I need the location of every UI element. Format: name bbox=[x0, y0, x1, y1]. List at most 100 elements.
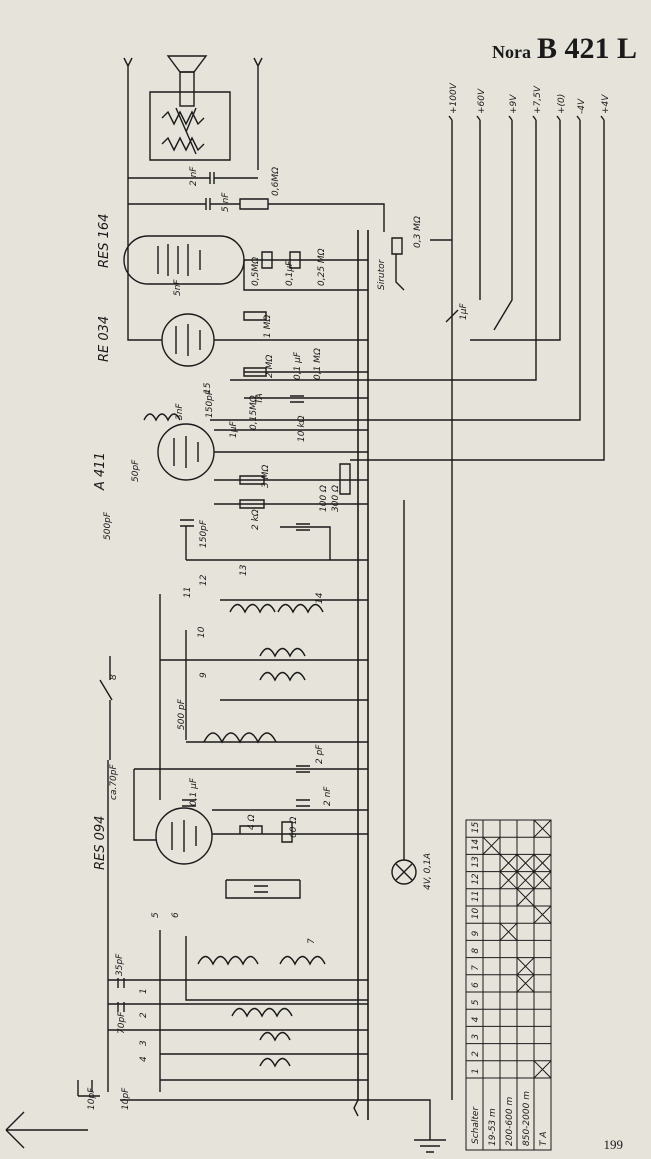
coil-set-1 bbox=[203, 603, 324, 744]
component-label-c-10pf-b: 10pF bbox=[121, 1087, 131, 1110]
table-cross-mark bbox=[516, 957, 535, 976]
component-label-c-150pf: 150pF bbox=[205, 389, 215, 418]
component-label-c-3nf: 3nF bbox=[175, 403, 185, 420]
table-switch-number: 12 bbox=[471, 873, 481, 885]
component-labels: 2 nF 5 nF 0,6MΩ 0,3 MΩ Sirutor 1μF 5nF 0,5MΩ 0,1… bbox=[87, 166, 469, 1110]
component-label-c-50pf: 50pF bbox=[131, 459, 141, 482]
supply-labels: +100V+60V+9V+7,5V+(0)-4V+4V bbox=[449, 82, 611, 114]
component-label-r-3m: 3 MΩ bbox=[261, 465, 271, 488]
table-cross-mark bbox=[533, 854, 552, 872]
table-switch-number: 7 bbox=[471, 965, 481, 971]
table-switch-number: 3 bbox=[471, 1034, 481, 1040]
table-cross-mark bbox=[499, 922, 518, 941]
tube-res164 bbox=[123, 235, 245, 285]
component-label-c-1uf: 1μF bbox=[459, 303, 469, 320]
component-label-c-35pf: 35pF bbox=[115, 953, 125, 976]
component-label-c-5nf: 5nF bbox=[173, 279, 183, 296]
switch-number: 7 bbox=[307, 938, 317, 944]
table-cross-mark bbox=[516, 854, 535, 872]
component-label-sirutor: Sirutor bbox=[377, 258, 387, 290]
component-label-r-4: 4 Ω bbox=[247, 814, 257, 830]
table-cross-mark bbox=[516, 888, 535, 907]
component-label-r-01: 0,1 MΩ bbox=[313, 348, 323, 380]
table-switch-number: 9 bbox=[471, 930, 481, 936]
component-label-r-300: 300 Ω bbox=[331, 485, 341, 512]
switch-number: 3 bbox=[139, 1040, 149, 1046]
component-label-c-500pf: 500pF bbox=[103, 511, 113, 540]
table-switch-number: 13 bbox=[471, 856, 481, 868]
component-label-c-10pf-a: 10pF bbox=[87, 1087, 97, 1110]
antenna-terminal-right bbox=[253, 57, 263, 170]
table-row-label: 19-53 m bbox=[488, 1108, 498, 1146]
component-label-c-2nf: 2 nF bbox=[189, 166, 199, 186]
table-switch-number: 4 bbox=[471, 1016, 481, 1022]
ground-symbol bbox=[120, 1099, 446, 1153]
table-switch-number: 11 bbox=[471, 891, 481, 902]
table-switch-number: 1 bbox=[471, 1068, 481, 1074]
table-switch-number: 15 bbox=[471, 821, 481, 833]
component-label-r-05: 0,5MΩ bbox=[251, 257, 261, 286]
component-label-r-100: 100 Ω bbox=[319, 485, 329, 512]
switch-table bbox=[465, 819, 552, 1151]
component-label-r-03: 0,3 MΩ bbox=[413, 216, 423, 248]
component-label-c-500pf-b: 500 pF bbox=[177, 698, 187, 730]
page-number: 199 bbox=[603, 1137, 624, 1152]
switch-number: 12 bbox=[199, 574, 209, 586]
switch-number: 9 bbox=[199, 672, 209, 678]
table-cross-mark bbox=[516, 871, 535, 890]
component-label-r-025: 0,25 MΩ bbox=[317, 248, 327, 286]
tube-name: A 411 bbox=[93, 452, 108, 491]
switch-number: 13 bbox=[239, 564, 249, 576]
supply-label: -4V bbox=[577, 98, 587, 114]
brand-name: Nora bbox=[491, 42, 531, 62]
supply-label: +9V bbox=[509, 94, 519, 114]
table-cross-mark bbox=[533, 871, 552, 890]
component-label-c-01: 0,1 μF bbox=[293, 351, 303, 380]
component-label-r-015: 0,15MΩ bbox=[249, 395, 259, 430]
switch-number: 2 bbox=[139, 1012, 149, 1018]
component-label-c-1uf-b: 1μF bbox=[229, 421, 239, 438]
table-row-label: 200-600 m bbox=[505, 1097, 515, 1146]
component-label-r-10k: 10 kΩ bbox=[297, 415, 307, 442]
component-label-c-2pf: 2 pF bbox=[315, 744, 325, 764]
component-label-r-2m: 2 MΩ bbox=[265, 355, 275, 378]
table-cross-mark bbox=[499, 871, 518, 890]
switch-number: 11 bbox=[183, 587, 193, 598]
supply-label: +(0) bbox=[557, 94, 567, 114]
component-label-c-70pf: 70pF bbox=[117, 1011, 127, 1034]
component-label-ta: TA bbox=[255, 393, 265, 404]
switch-number: 8 bbox=[109, 674, 119, 680]
table-switch-number: 10 bbox=[471, 907, 481, 919]
component-label-c-01uf: 0,1μF bbox=[285, 260, 295, 286]
component-label-r-1m: 1 MΩ bbox=[263, 315, 273, 338]
pilot-lamp-icon bbox=[391, 500, 417, 885]
tube-name: RE 034 bbox=[97, 316, 112, 362]
supply-label: +60V bbox=[477, 88, 487, 114]
table-switch-number: 2 bbox=[471, 1051, 481, 1057]
component-label-lamp: 4V, 0,1A bbox=[423, 853, 433, 890]
table-row-label: T A bbox=[539, 1131, 549, 1146]
supply-label: +4V bbox=[601, 94, 611, 114]
table-cross-mark bbox=[516, 974, 535, 993]
component-label-c-01uf-c: 0,1 μF bbox=[189, 777, 199, 806]
component-label-r-2k: 2 kΩ bbox=[251, 509, 261, 530]
table-cross-mark bbox=[499, 854, 518, 872]
switch-number: 1 bbox=[139, 988, 149, 994]
component-label-c-5nf-top: 5 nF bbox=[221, 192, 231, 212]
table-header: Schalter bbox=[471, 1106, 481, 1144]
table-cross-mark bbox=[533, 1060, 552, 1079]
table-row-label: 850-2000 m bbox=[522, 1091, 532, 1146]
antenna-terminal-left bbox=[123, 57, 133, 300]
supply-label: +100V bbox=[449, 82, 459, 114]
tube-name: RES 164 bbox=[97, 214, 112, 268]
supply-terminals bbox=[448, 115, 605, 121]
component-label-r-06: 0,6MΩ bbox=[271, 167, 281, 196]
table-cross-mark bbox=[533, 905, 552, 924]
table-switch-number: 6 bbox=[471, 982, 481, 988]
tube-name: RES 094 bbox=[93, 816, 108, 870]
table-switch-number: 8 bbox=[471, 948, 481, 954]
